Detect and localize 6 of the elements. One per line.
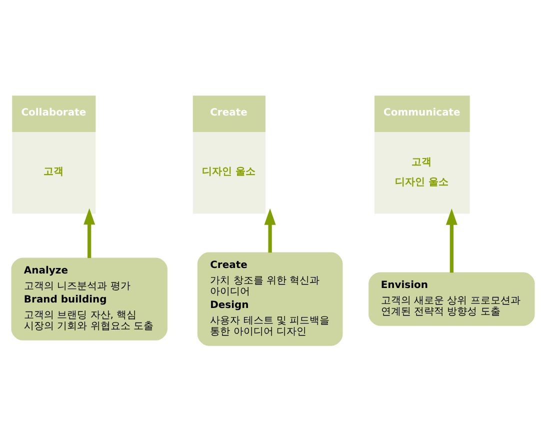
arrow [264, 208, 276, 252]
node-box: Analyze 고객의 니즈분석과 평가 Brand building 고객의 브랜딩 자산, 핵심 시장의 기회와 위협요소 도출 [11, 257, 168, 340]
node-box: Create 가치 창조를 위한 혁신과 아이디어 Design 사용자 테스트 및 피드백을 통한 아이디어 디자인 [197, 252, 343, 346]
arrow [446, 208, 458, 272]
node-box: Envision 고객의 새로운 상위 프로모션과 연계된 전략적 방향성 도출 [368, 272, 535, 326]
arrow [84, 208, 96, 258]
